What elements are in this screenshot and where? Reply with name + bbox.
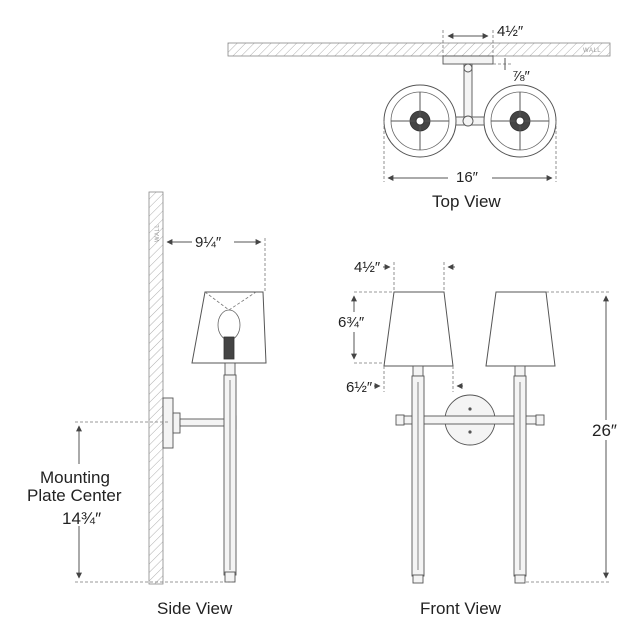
side-wall-label: WALL	[155, 224, 161, 242]
side-view-label: Side View	[157, 599, 233, 618]
mounting-label-line2: Plate Center	[27, 486, 122, 505]
side-extension-dim: 9¼″	[195, 234, 222, 251]
top-projection-dim: ⅞″	[512, 68, 531, 85]
top-view: WALL 4½″ ⅞″	[227, 23, 611, 211]
front-overall-dim: 26″	[592, 421, 617, 440]
side-shade	[191, 291, 267, 364]
front-shade-top-dim: 4½″	[354, 259, 381, 276]
front-view-label: Front View	[420, 599, 502, 618]
top-arm-stem	[463, 63, 473, 123]
top-shade-right	[483, 84, 557, 158]
side-arm	[179, 418, 229, 427]
top-backplate-dim: 4½″	[497, 23, 524, 40]
top-wall-label: WALL	[583, 48, 601, 54]
top-backplate	[442, 55, 494, 65]
front-shade-height-dim: 6¾″	[338, 314, 365, 331]
mounting-height-dim: 14¾″	[62, 509, 101, 528]
front-shade-bottom-dim: 6½″	[346, 379, 373, 396]
side-stem	[224, 362, 236, 376]
top-shade-left	[383, 84, 457, 158]
side-wall	[148, 191, 164, 585]
front-shade-right	[485, 291, 556, 367]
top-width-dim: 16″	[456, 169, 479, 186]
side-backplate	[162, 397, 174, 449]
side-view: WALL 9¼″ Mounting Plate Center 14¾″ Side	[27, 191, 267, 618]
front-view: 4½″ 6¾″ 6½″ 26″ Front View	[336, 259, 632, 618]
top-wall	[227, 42, 611, 57]
top-view-label: Top View	[432, 192, 501, 211]
front-shade-left	[383, 291, 454, 367]
mounting-label-line1: Mounting	[40, 468, 110, 487]
